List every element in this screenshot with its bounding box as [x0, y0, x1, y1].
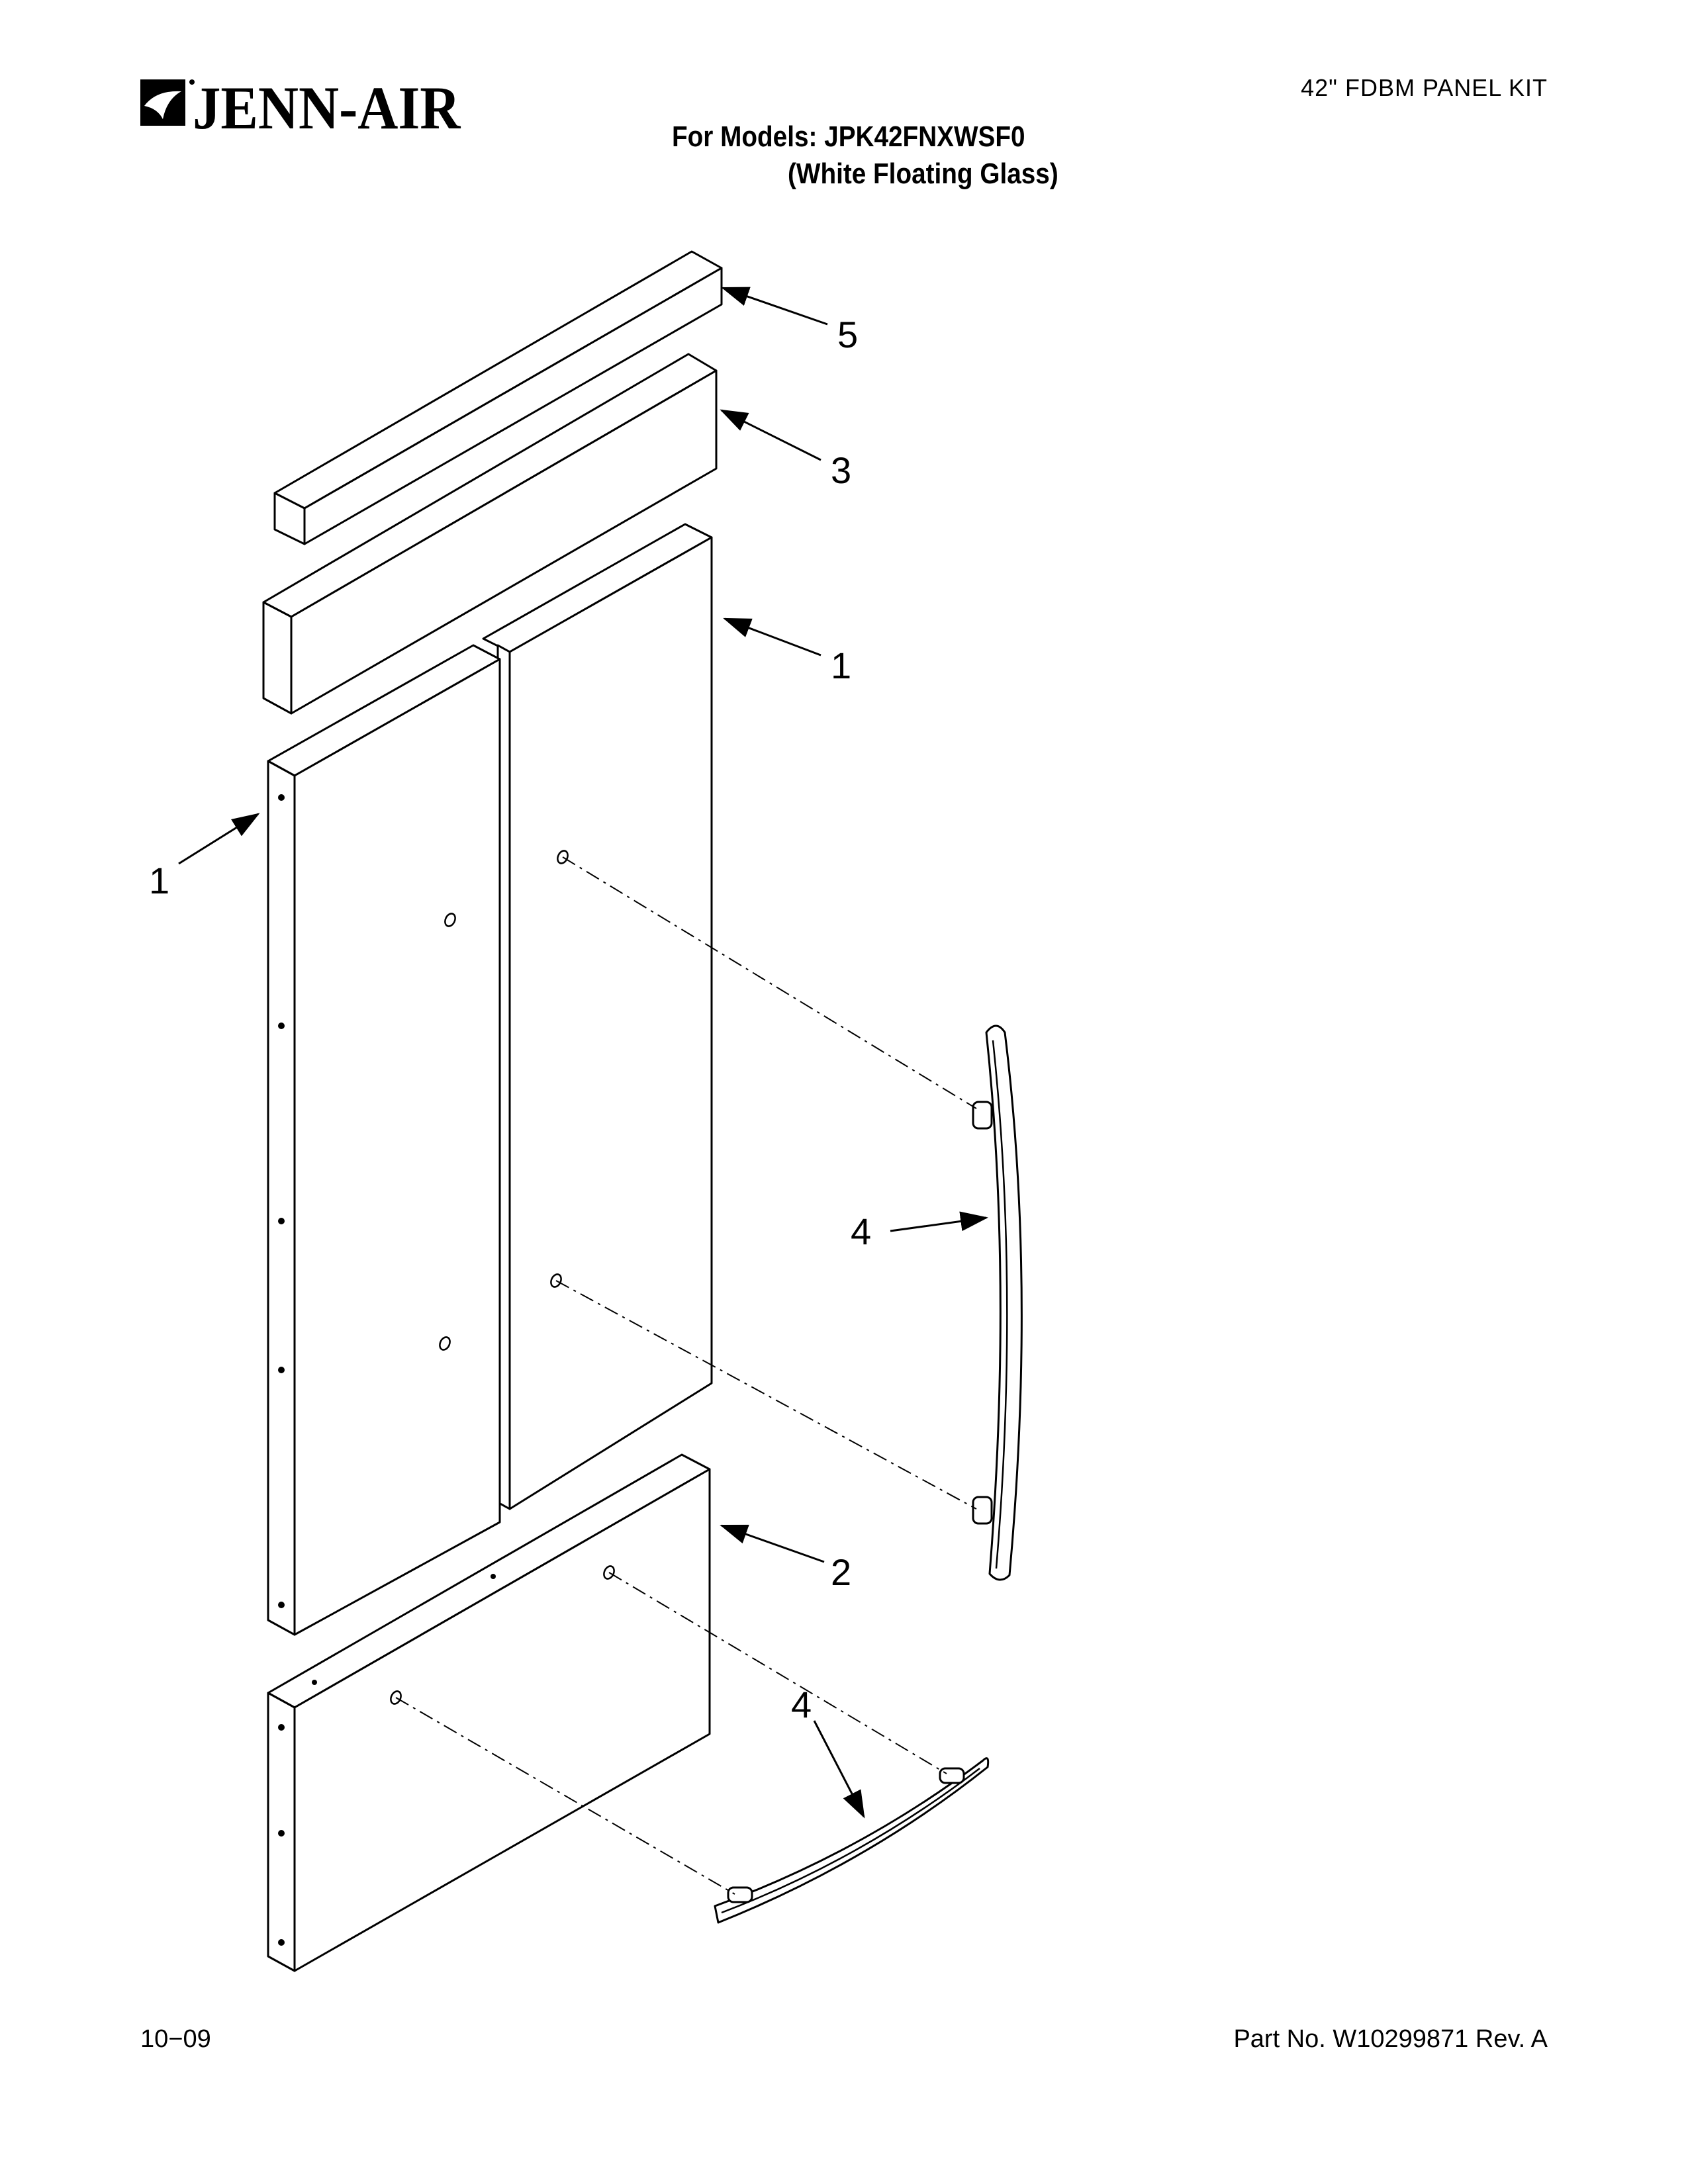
part-1-left-door-panel — [267, 644, 501, 1636]
callout-4-door-handle: 4 — [851, 1210, 871, 1252]
callout-5: 5 — [837, 314, 858, 355]
models-line: For Models: JPK42FNXWSF0 — [672, 120, 1025, 153]
part-3-upper-panel — [262, 353, 718, 715]
callout-3: 3 — [831, 449, 851, 491]
footer-date: 10−09 — [140, 2025, 211, 2053]
leader-arrows — [178, 287, 988, 1819]
part-2-drawer-panel — [267, 1453, 711, 1972]
jenn-air-logo-mark: JENN-AIR — [140, 75, 461, 142]
doc-title: 42" FDBM PANEL KIT — [1301, 74, 1548, 101]
callout-2: 2 — [831, 1551, 851, 1593]
assembly-lines — [395, 856, 977, 1895]
jenn-air-logo: JENN-AIR — [140, 65, 471, 144]
footer-part-number: Part No. W10299871 Rev. A — [1233, 2025, 1548, 2053]
part-1-right-door-panel — [482, 523, 713, 1510]
part-4-door-handle — [972, 1024, 1023, 1581]
callout-1-left: 1 — [149, 860, 169, 901]
callout-4-drawer-handle: 4 — [791, 1684, 812, 1725]
brand-wordmark: JENN-AIR — [193, 75, 461, 142]
part-5-top-trim — [273, 250, 723, 545]
models-subtitle: (White Floating Glass) — [788, 158, 1058, 190]
part-4-drawer-handle — [714, 1757, 990, 1924]
callout-1-right: 1 — [831, 645, 851, 686]
